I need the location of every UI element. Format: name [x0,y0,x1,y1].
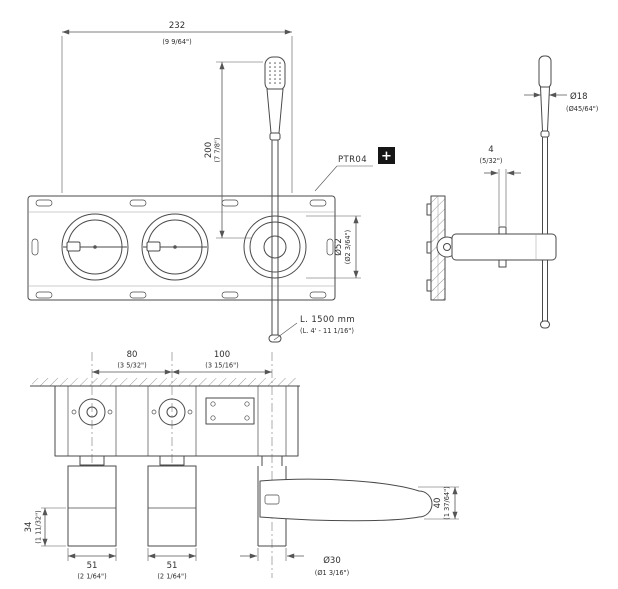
lever-mm-label: 40 [433,498,443,509]
trim-right-in-label: (2 1/64") [157,573,186,581]
hose-nut [269,132,281,141]
spout-lever [259,478,433,522]
front-width-dimension: 232 (9 9/64") [61,21,293,193]
lever-badge [264,494,280,505]
spout-assembly [257,466,433,547]
thickness-mm-label: 4 [488,145,493,155]
wall-section [30,378,300,387]
handshower-diameter-mm-label: Ø18 [570,91,588,102]
spout-diameter-in-label: (Ø1 3/16") [315,569,349,577]
handshower-diameter-in-label: (Ø45/64") [566,105,598,113]
height-in-label: (7 7/8") [214,137,222,162]
hose-end-side [540,320,550,329]
shower-handle [266,88,284,134]
hand-shower-front [264,56,286,343]
hose-length-note: L. 1500 mm (L. 4' - 11 1/16") [273,315,355,341]
trim-left-in-label: (2 1/64") [77,573,106,581]
plus-icon: + [381,149,392,164]
height-mm-label: 200 [204,142,214,158]
thickness-in-label: (5/32") [480,157,503,165]
lever-in-label: (1 37/64") [443,486,451,519]
spacing-left-mm-label: 80 [127,350,138,360]
shower-holder-side [451,226,557,268]
spacing-right-mm-label: 100 [214,350,230,360]
valve-diameter-in-label: (Ø2 3/64") [344,230,352,264]
spout-diameter-dimension: Ø30 (Ø1 3/16") [240,548,349,577]
projection-mm-label: 34 [24,522,34,533]
handle-trim-left [67,465,117,547]
product-code-callout: PTR04 + [314,147,395,192]
spout-diameter-mm-label: Ø30 [323,555,341,566]
rough-in-body [54,385,299,466]
spacing-left-dimension: 80 (3 5/32") [92,350,172,375]
holder-arm [451,233,557,261]
trim-left-mm-label: 51 [87,561,98,571]
spacing-right-dimension: 100 (3 15/16") [172,350,272,375]
hose-length-in-label: (L. 4' - 11 1/16") [300,327,354,335]
spacing-right-in-label: (3 15/16") [205,362,238,370]
hand-shower-side [538,55,552,329]
mounting-bracket [27,195,336,301]
product-code-label: PTR04 [338,155,367,165]
shower-head [264,56,286,92]
shower-head-side [538,55,552,89]
shower-handle-side [540,86,550,132]
front-view: 232 (9 9/64") 200 (7 7/8") Ø52 (Ø2 3/64"… [27,21,395,343]
spray-face-dots [269,62,281,84]
projection-dimension: 34 (1 11/32") [24,507,66,547]
hose-nut-side [540,130,550,138]
handshower-diameter-dimension: Ø18 (Ø45/64") [524,91,598,113]
hose-length-mm-label: L. 1500 mm [300,315,355,325]
projection-in-label: (1 11/32") [35,510,43,543]
bottom-view: 80 (3 5/32") 100 (3 15/16") 34 (1 11/32"… [24,350,459,581]
thickness-dimension: 4 (5/32") [480,145,521,226]
handle-trim-right [147,465,197,547]
side-view: Ø18 (Ø45/64") 4 (5/32") [426,55,598,329]
plus-box [378,147,395,164]
trim-width-left-dimension: 51 (2 1/64") [67,548,117,581]
trim-width-right-dimension: 51 (2 1/64") [147,548,197,581]
width-mm-label: 232 [169,21,185,31]
lever-height-dimension: 40 (1 37/64") [418,486,459,520]
valve-left [61,213,129,281]
spacing-left-in-label: (3 5/32") [117,362,146,370]
width-in-label: (9 9/64") [162,38,191,46]
front-height-dimension: 200 (7 7/8") [204,61,263,239]
valve-diameter-dimension: Ø52 (Ø2 3/64") [306,215,361,279]
trim-right-mm-label: 51 [167,561,178,571]
diverter-valve [243,215,307,279]
valve-diameter-mm-label: Ø52 [333,238,344,256]
valve-center [141,213,209,281]
